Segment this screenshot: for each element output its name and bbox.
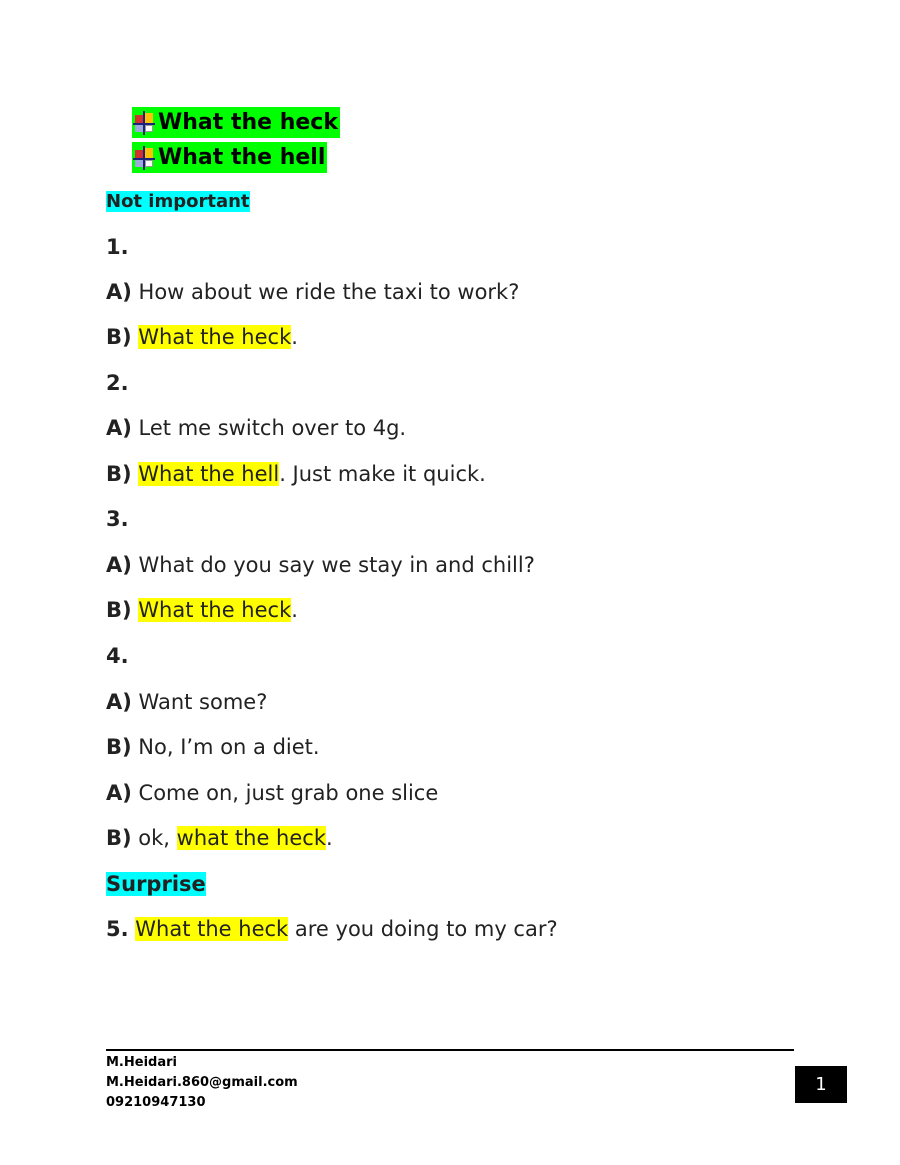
dialog-line-a: A) How about we ride the taxi to work?	[106, 280, 520, 304]
dialog-line-a: A) Want some?	[106, 690, 268, 714]
dialog-line-a: A) Come on, just grab one slice	[106, 781, 439, 805]
highlighted-phrase: What the hell	[138, 462, 280, 486]
dialog-number: 4.	[106, 644, 129, 668]
dialog-number: 2.	[106, 371, 129, 395]
footer-author-name: M.Heidari	[106, 1055, 177, 1070]
dialog-line-b: B) ok, what the heck.	[106, 826, 333, 850]
highlighted-phrase: What the heck	[138, 325, 292, 349]
page-number-badge: 1	[795, 1066, 847, 1103]
dialog-line-b: B) What the heck.	[106, 598, 298, 622]
highlighted-phrase: What the heck	[135, 917, 289, 941]
dialog-number: 1.	[106, 235, 129, 259]
example-sentence: 5. What the heck are you doing to my car…	[106, 917, 558, 941]
dialog-number: 3.	[106, 507, 129, 531]
footer-phone: 09210947130	[106, 1095, 206, 1110]
bullet-item: What the hell	[132, 142, 328, 173]
footer-email: M.Heidari.860@gmail.com	[106, 1075, 298, 1090]
bullet-item: What the heck	[132, 107, 340, 138]
dialog-line-b: B) What the hell. Just make it quick.	[106, 462, 486, 486]
windows-flag-bullet-icon	[132, 110, 156, 135]
dialog-line-b: B) No, I’m on a diet.	[106, 735, 320, 759]
dialog-line-a: A) What do you say we stay in and chill?	[106, 553, 535, 577]
windows-flag-bullet-icon	[132, 145, 156, 170]
section-heading: Not important	[106, 191, 250, 212]
section-heading: Surprise	[106, 872, 206, 896]
dialog-line-a: A) Let me switch over to 4g.	[106, 416, 407, 440]
dialog-line-b: B) What the heck.	[106, 325, 298, 349]
footer-divider	[106, 1049, 794, 1051]
bullet-text: What the heck	[158, 110, 338, 135]
highlighted-phrase: What the heck	[138, 598, 292, 622]
bullet-text: What the hell	[158, 145, 326, 170]
highlighted-phrase: what the heck	[176, 826, 326, 850]
